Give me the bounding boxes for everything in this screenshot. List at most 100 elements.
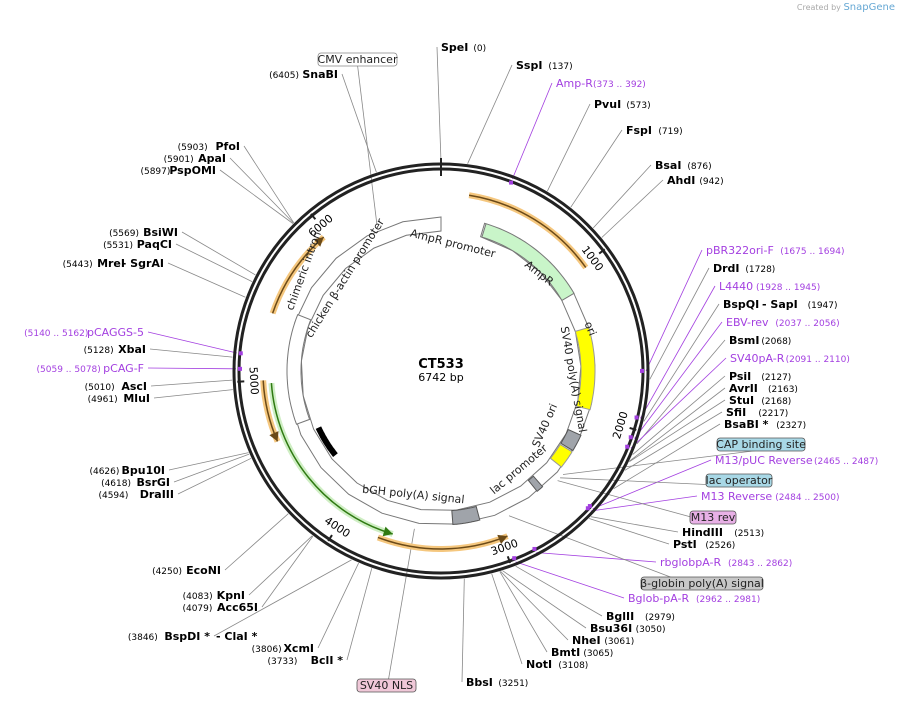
ruler-tick bbox=[310, 213, 317, 220]
site-position: (5901) bbox=[164, 155, 194, 165]
site-position: (4083) bbox=[183, 592, 213, 602]
site-name-alt: - SapI bbox=[762, 298, 798, 311]
site-name-alt: - ClaI * bbox=[216, 630, 258, 643]
primer-leader-line bbox=[512, 82, 553, 180]
feature-sv40-poly-a-signal bbox=[560, 428, 582, 452]
primer-position: (1928 .. 1945) bbox=[756, 283, 820, 293]
primer-position: (2962 .. 2981) bbox=[696, 595, 760, 605]
site-leader-line bbox=[461, 578, 465, 683]
site-position: (5010) bbox=[85, 383, 115, 393]
site-leader-line bbox=[588, 518, 670, 545]
site-name: MluI bbox=[123, 392, 150, 405]
orf-arrowhead bbox=[497, 534, 508, 545]
primer-name: L4440 bbox=[719, 280, 753, 293]
feature-ampr-promoter bbox=[286, 216, 596, 525]
primer-name: pCAGGS-5 bbox=[87, 326, 144, 339]
site-leader-line bbox=[213, 559, 352, 637]
feature-leader-line bbox=[386, 528, 415, 692]
primer-position: (373 .. 392) bbox=[593, 80, 646, 90]
site-name: PstI bbox=[673, 538, 697, 551]
boxed-label-bg bbox=[689, 510, 737, 525]
primer-mark bbox=[238, 366, 243, 371]
site-name: BsrGI bbox=[137, 476, 170, 489]
site-position: (2217) bbox=[758, 409, 788, 419]
orf-green-arrowhead bbox=[382, 526, 393, 537]
primer-mark bbox=[628, 435, 633, 440]
site-name: PvuI bbox=[594, 98, 621, 111]
site-position: (6405) bbox=[269, 71, 299, 81]
site-name: SnaBI bbox=[302, 68, 338, 81]
site-name: PspOMI bbox=[169, 164, 216, 177]
primer-name: Bglob-pA-R bbox=[628, 592, 690, 605]
primer-mark bbox=[587, 504, 592, 509]
feature-lac-promoter bbox=[527, 475, 544, 492]
site-name: PsiI bbox=[729, 370, 751, 383]
site-leader-line bbox=[219, 169, 294, 224]
site-leader-line bbox=[624, 411, 723, 471]
feature-leader-line bbox=[557, 480, 714, 524]
site-leader-line bbox=[175, 243, 253, 282]
boxed-feature-label: M13 rev bbox=[691, 511, 736, 524]
site-leader-line bbox=[248, 535, 313, 596]
site-leader-line bbox=[628, 399, 726, 463]
primer-leader-line bbox=[536, 552, 657, 563]
site-leader-line bbox=[629, 387, 726, 462]
site-leader-line bbox=[177, 457, 252, 495]
snapgene-credit: Created by SnapGene bbox=[797, 2, 895, 13]
boxed-feature-label: lac operator bbox=[706, 474, 773, 487]
primer-name: pCAG-F bbox=[103, 362, 144, 375]
ruler-tick bbox=[506, 556, 512, 564]
site-position: (3061) bbox=[604, 637, 634, 647]
site-position: (5443) bbox=[63, 260, 93, 270]
site-position: (573) bbox=[626, 101, 650, 111]
plasmid-name: CT533 bbox=[418, 357, 464, 372]
site-name: BclI * bbox=[311, 654, 344, 667]
site-position: (2513) bbox=[734, 529, 764, 539]
feature-label: SV40 ori bbox=[529, 402, 560, 450]
site-leader-line bbox=[570, 129, 623, 208]
site-position: (2327) bbox=[776, 421, 806, 431]
site-leader-line bbox=[499, 571, 548, 653]
site-leader-line bbox=[341, 73, 377, 173]
primer-position: (2843 .. 2862) bbox=[728, 559, 792, 569]
boxed-feature-label: β-globin poly(A) signal bbox=[640, 577, 764, 590]
primer-position: (5140 .. 5162) bbox=[24, 329, 88, 339]
site-position: (2068) bbox=[761, 337, 791, 347]
feature-bgh-poly-a-signal bbox=[451, 505, 481, 526]
site-leader-line bbox=[590, 516, 679, 533]
site-leader-line bbox=[150, 379, 233, 387]
boxed-label-bg bbox=[640, 576, 764, 591]
site-name: Acc65I bbox=[217, 601, 258, 614]
primer-mark bbox=[640, 368, 644, 373]
feature-ori bbox=[574, 326, 596, 411]
site-name: KpnI bbox=[217, 589, 245, 602]
feature-label: ori bbox=[582, 320, 599, 338]
site-position: (3108) bbox=[558, 661, 588, 671]
primer-mark bbox=[532, 546, 537, 551]
site-name: PaqCI bbox=[137, 238, 172, 251]
site-position: (4079) bbox=[182, 604, 212, 614]
primer-leader-line bbox=[640, 285, 716, 419]
primer-position: (2484 .. 2500) bbox=[775, 493, 839, 503]
site-name: BspQI bbox=[723, 298, 759, 311]
orf-arc-core bbox=[468, 194, 587, 268]
ruler-tick bbox=[629, 426, 637, 431]
primer-mark bbox=[512, 556, 517, 561]
site-leader-line bbox=[224, 513, 289, 571]
site-leader-line bbox=[261, 535, 314, 608]
site-name: BbsI bbox=[466, 676, 493, 689]
plasmid-length: 6742 bp bbox=[418, 371, 463, 384]
site-position: (2526) bbox=[705, 541, 735, 551]
site-name: NotI bbox=[526, 658, 552, 671]
primer-position: (2091 .. 2110) bbox=[786, 355, 850, 365]
primer-leader-line bbox=[515, 561, 625, 599]
site-leader-line bbox=[593, 164, 652, 229]
site-name: NheI bbox=[572, 634, 601, 647]
site-name: FspI bbox=[626, 124, 652, 137]
site-name: BmtI bbox=[551, 646, 580, 659]
site-position: (5531) bbox=[103, 241, 133, 251]
ruler-tick bbox=[327, 534, 333, 542]
site-position: (137) bbox=[548, 62, 572, 72]
primer-mark bbox=[585, 506, 590, 511]
orf-arrowhead bbox=[313, 237, 324, 247]
